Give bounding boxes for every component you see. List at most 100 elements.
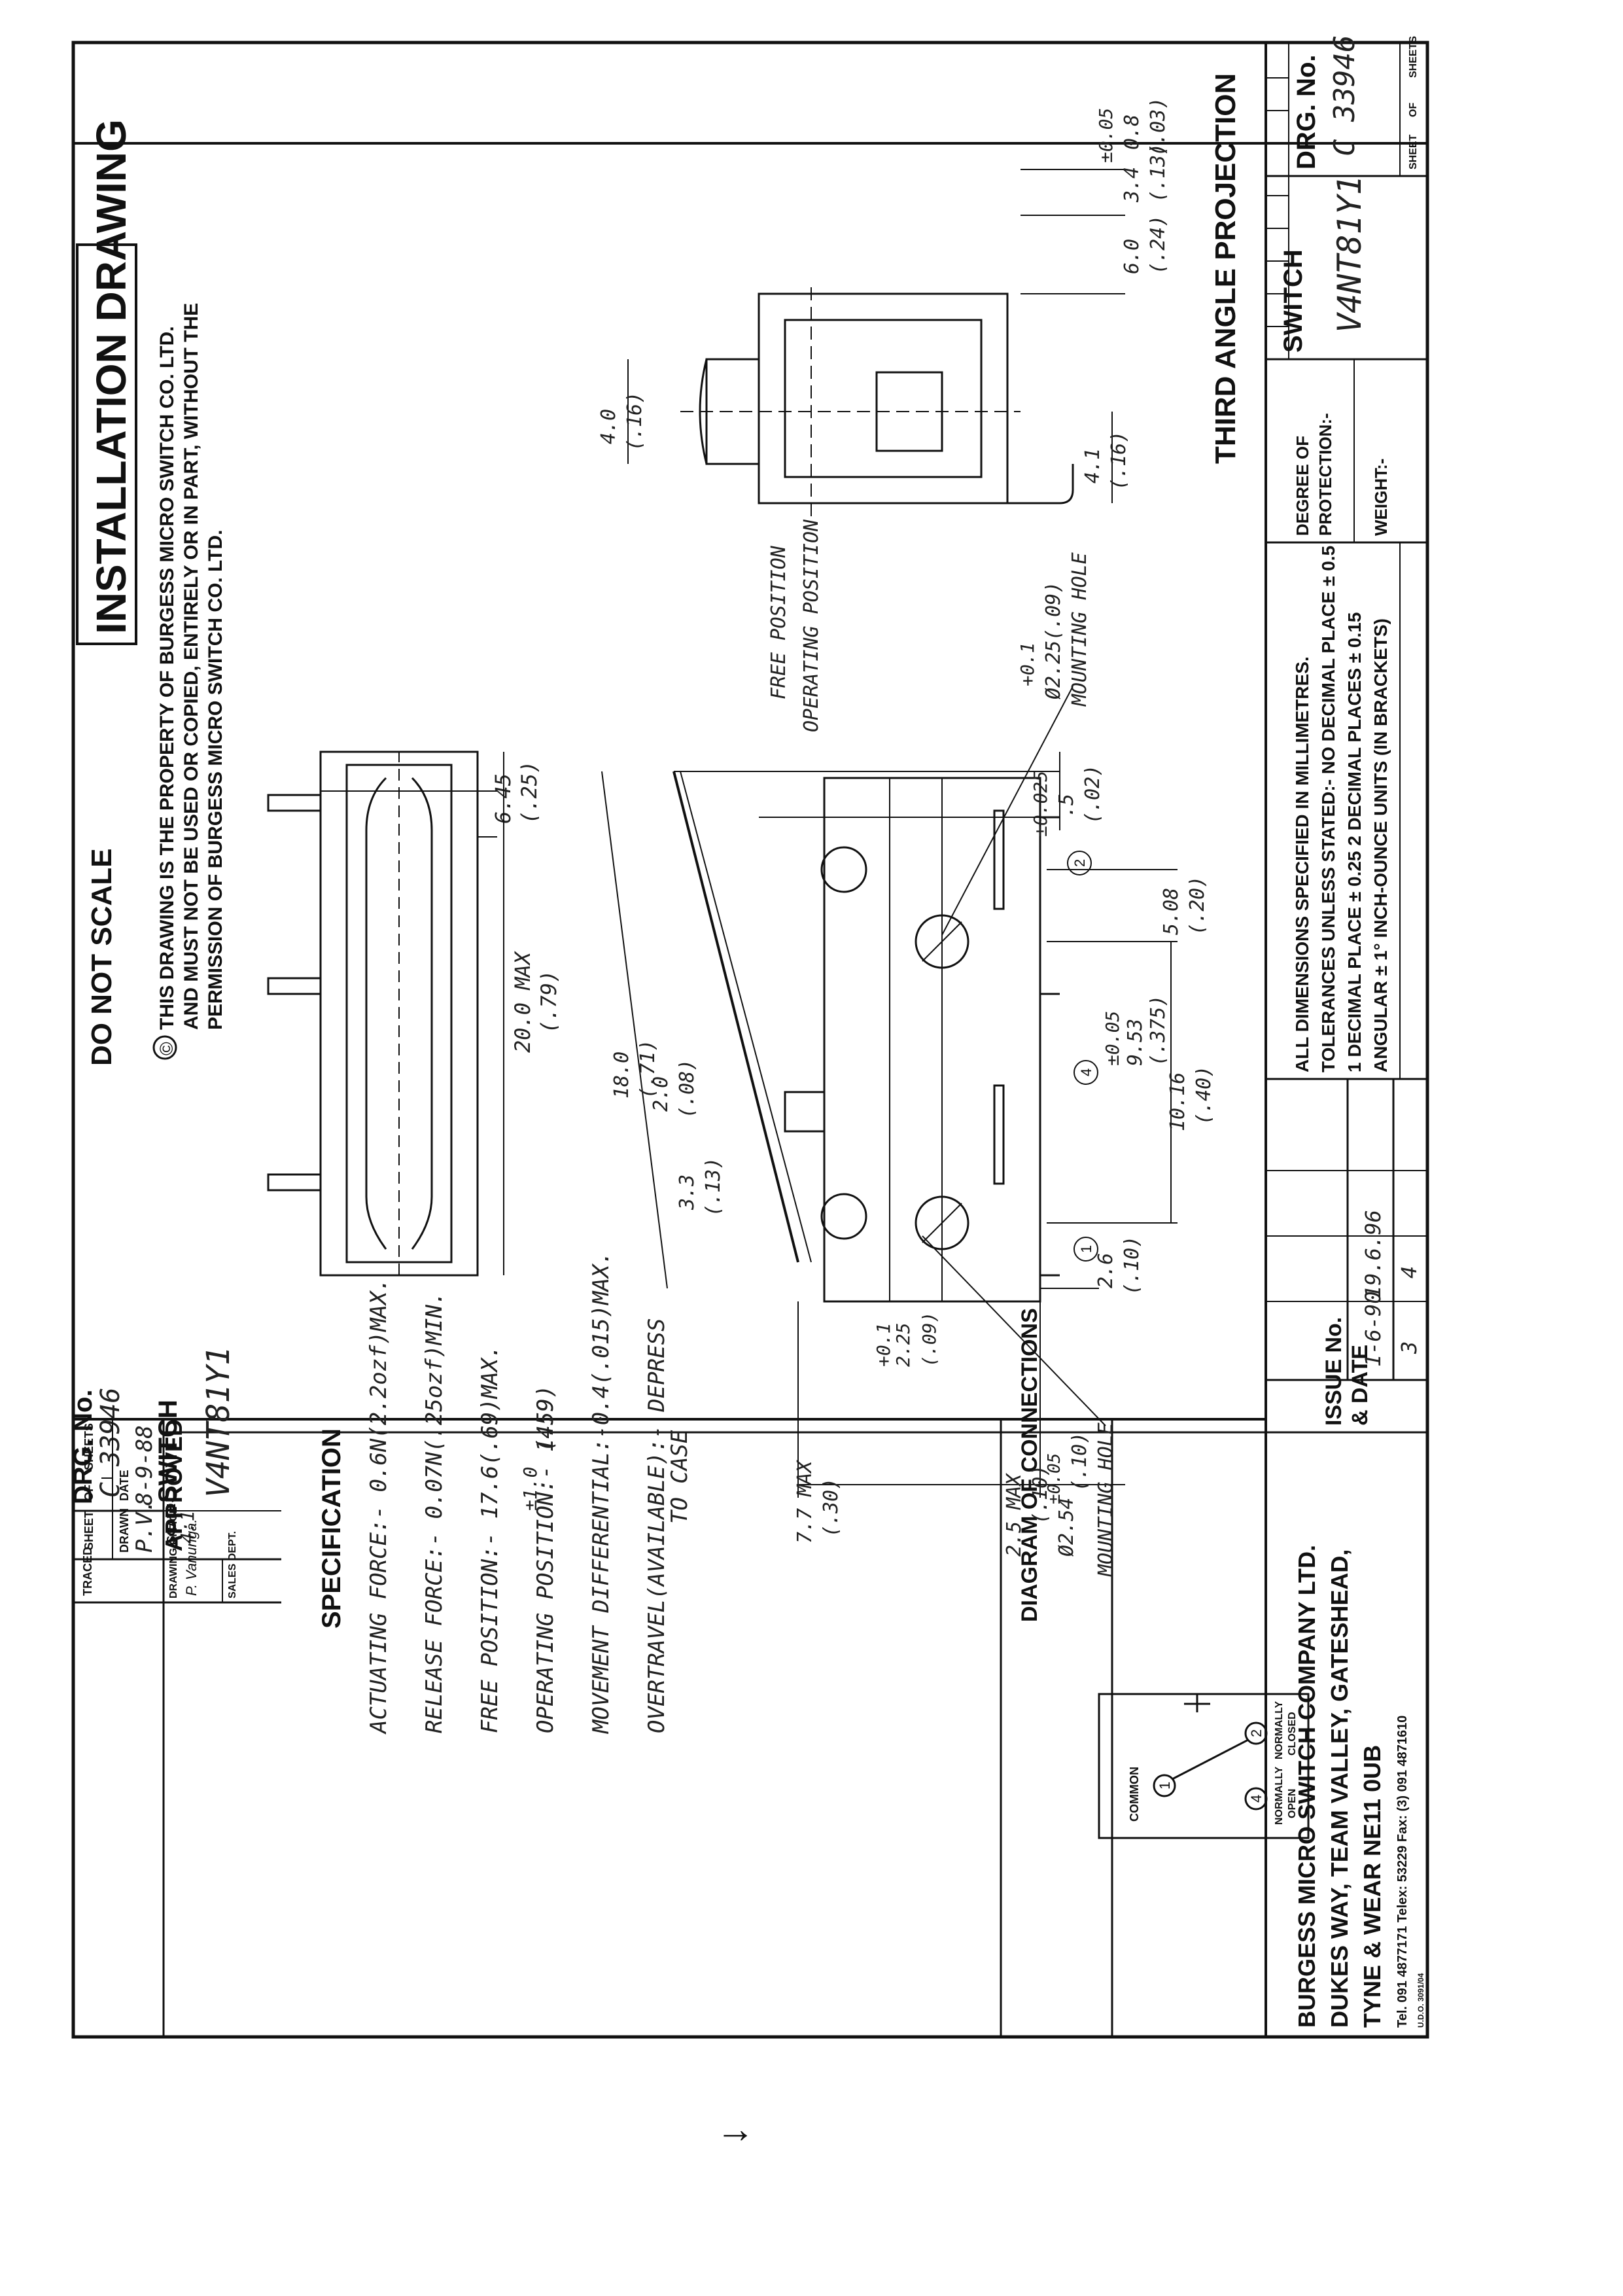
dim-20-inch: (.08) xyxy=(676,1059,699,1118)
approver-signature: P. Vanunga. xyxy=(183,1519,200,1596)
spec-line-3: FREE POSITION:- 17.6(.69)MAX. xyxy=(477,1345,503,1733)
page-title: INSTALLATION DRAWING xyxy=(88,119,135,634)
border-frame xyxy=(71,41,1429,2039)
terminal-2: 2 xyxy=(1248,1729,1265,1737)
sheet-label: SHEET xyxy=(82,1511,96,1550)
sales-dept-label: SALES DEPT. xyxy=(227,1531,238,1598)
dim-40-inch: (.16) xyxy=(623,392,646,451)
notes-line-1: ALL DIMENSIONS SPECIFIED IN MILLIMETRES. xyxy=(1292,656,1312,1072)
of-label-bottom: OF xyxy=(1408,103,1419,117)
mounting-hole-label-2: MOUNTING HOLE xyxy=(1068,552,1091,707)
issue-3-no: 3 xyxy=(1397,1341,1422,1354)
dim-25-inch: (.10) xyxy=(1029,1465,1052,1524)
copyright-line-3: PERMISSION OF BURGESS MICRO SWITCH CO. L… xyxy=(205,530,226,1030)
left-title-block: DRG. No. C 33946 SHEET OF SHEETS DRAWN P… xyxy=(69,1251,1310,2037)
dim-225b-inch: (.09) xyxy=(1042,582,1065,641)
protection-label: PROTECTION:- xyxy=(1316,413,1335,536)
dim-26-inch: (.10) xyxy=(1121,1236,1143,1295)
sheet-label-bottom: SHEET xyxy=(1408,134,1419,169)
switch-value-bottom: V4NT81Y1 xyxy=(1331,175,1369,333)
dim-225b-tol: +0.1 xyxy=(1017,643,1038,686)
spec-line-1: ACTUATING FORCE:- 0.6N(2.2ozf)MAX. xyxy=(366,1278,392,1735)
dim-08-inch: (.03) xyxy=(1147,97,1170,156)
dim-1016-inch: (.40) xyxy=(1193,1066,1215,1125)
form-number: U.D.O. 3091/04 xyxy=(1416,1973,1425,2028)
dim-225a-inch: (.09) xyxy=(918,1312,940,1367)
sheets-label-bottom: SHEETS xyxy=(1408,36,1419,78)
bottom-title-block: BURGESS MICRO SWITCH COMPANY LTD. DUKES … xyxy=(1266,35,1427,2028)
dim-953-tol: ±0.05 xyxy=(1102,1011,1123,1066)
dim-953-inch: (.375) xyxy=(1147,995,1170,1066)
margin-arrow: ↓ xyxy=(710,2126,754,2146)
dim-20: 2.0 xyxy=(650,1076,672,1112)
dim-41-inch: (.16) xyxy=(1108,431,1130,490)
mounting-hole-label-1: MOUNTING HOLE xyxy=(1094,1422,1117,1577)
drawing-office-label: DRAWING OFFICE xyxy=(168,1506,179,1598)
connection-box xyxy=(1098,1693,1310,1839)
switch-label-bottom: SWITCH xyxy=(1279,249,1308,353)
issue-3-date: 1-6-90 xyxy=(1361,1291,1386,1367)
drg-label-bottom: DRG. No. xyxy=(1292,54,1321,169)
operating-position-label: OPERATING POSITION xyxy=(800,519,823,732)
drawn-label: DRAWN xyxy=(118,1508,131,1553)
issue-4-no: 4 xyxy=(1397,1266,1422,1279)
dim-05: .5 xyxy=(1055,794,1078,817)
common-label: COMMON xyxy=(1128,1767,1141,1822)
header-strip: DO NOT SCALE INSTALLATION DRAWING THIRD … xyxy=(76,73,1242,1066)
callout-2: 2 xyxy=(1072,859,1088,867)
no-label-2: OPEN xyxy=(1287,1789,1298,1818)
dim-180-inch: (.71) xyxy=(637,1040,659,1099)
company-line-3: TYNE & WEAR NE11 0UB xyxy=(1359,1745,1386,2028)
dim-225a: 2.25 xyxy=(892,1323,914,1367)
scale-value: 4:1 xyxy=(177,1510,198,1544)
dim-25: 2.5 MAX xyxy=(1003,1473,1026,1557)
dim-225a-tol: +0.1 xyxy=(873,1323,894,1367)
specification-title: SPECIFICATION xyxy=(317,1428,346,1629)
dim-60-inch: (.24) xyxy=(1147,215,1170,274)
company-line-1: BURGESS MICRO SWITCH COMPANY LTD. xyxy=(1293,1545,1320,2028)
drawn-value: P.V. xyxy=(131,1499,158,1553)
dim-254-inch: (.10) xyxy=(1068,1432,1091,1491)
of-label: OF xyxy=(82,1485,96,1501)
dim-1016: 10.16 xyxy=(1166,1072,1189,1131)
terminal-4: 4 xyxy=(1248,1795,1265,1803)
drg-value-bottom: C 33946 xyxy=(1328,35,1361,156)
dim-40: 4.0 xyxy=(597,409,620,444)
switch-label-left: SWITCH xyxy=(154,1400,183,1503)
copyright-line-2: AND MUST NOT BE USED OR COPIED, ENTIRELY… xyxy=(181,303,202,1030)
dim-41: 4.1 xyxy=(1081,448,1104,484)
dim-08: 0.8 xyxy=(1121,115,1143,150)
do-not-scale: DO NOT SCALE xyxy=(86,849,118,1066)
dim-77: 7.7 MAX xyxy=(794,1460,816,1544)
issue-label-1: ISSUE No. xyxy=(1321,1317,1346,1426)
spec-op-tol: ±1.0 xyxy=(519,1467,541,1511)
dim-33-inch: (.13) xyxy=(702,1157,725,1216)
spec-line-6: OVERTRAVEL(AVAILABLE):- DEPRESS xyxy=(644,1318,670,1733)
dim-05-tol: ±0.025 xyxy=(1030,771,1051,837)
front-view: 1 4 2 7.7 MAX (.30) 2.5 MAX (.10) Ø2.54 … xyxy=(601,519,1215,1577)
dim-254-tol: ±0.05 xyxy=(1045,1453,1064,1504)
date-label: DATE xyxy=(118,1470,131,1501)
nc-label-2: CLOSED xyxy=(1287,1712,1298,1756)
dim-508: 5.08 xyxy=(1160,888,1183,935)
nc-label-1: NORMALLY xyxy=(1274,1701,1285,1759)
projection-label: THIRD ANGLE PROJECTION xyxy=(1210,73,1242,464)
weight-label: WEIGHT:- xyxy=(1371,459,1391,536)
terminal-1: 1 xyxy=(1157,1782,1173,1790)
notes-line-3: 1 DECIMAL PLACE ± 0.25 2 DECIMAL PLACES … xyxy=(1344,612,1365,1072)
date-value: 8-9-88 xyxy=(131,1425,158,1506)
end-view: 4.0 (.16) 4.1 (.16) 6.0 (.24) 3.4 (.13) … xyxy=(597,97,1170,516)
dim-26: 2.6 xyxy=(1094,1253,1117,1288)
spec-line-5: MOVEMENT DIFFERENTIAL:-0.4(.015)MAX. xyxy=(588,1251,614,1734)
spec-overtravel-2: TO CASE xyxy=(667,1430,693,1524)
dim-508-inch: (.20) xyxy=(1186,876,1209,935)
no-label-1: NORMALLY xyxy=(1274,1766,1285,1825)
free-position-label: FREE POSITION xyxy=(767,545,790,699)
dim-08-tol: ±0.05 xyxy=(1095,108,1117,163)
spec-line-2: RELEASE FORCE:- 0.07N(.25ozf)MIN. xyxy=(421,1291,447,1733)
dim-254: Ø2.54 xyxy=(1055,1498,1078,1557)
dim-33: 3.3 xyxy=(676,1174,699,1210)
dim-05-inch: (.02) xyxy=(1081,765,1104,824)
dim-34: 3.4 xyxy=(1121,167,1143,203)
